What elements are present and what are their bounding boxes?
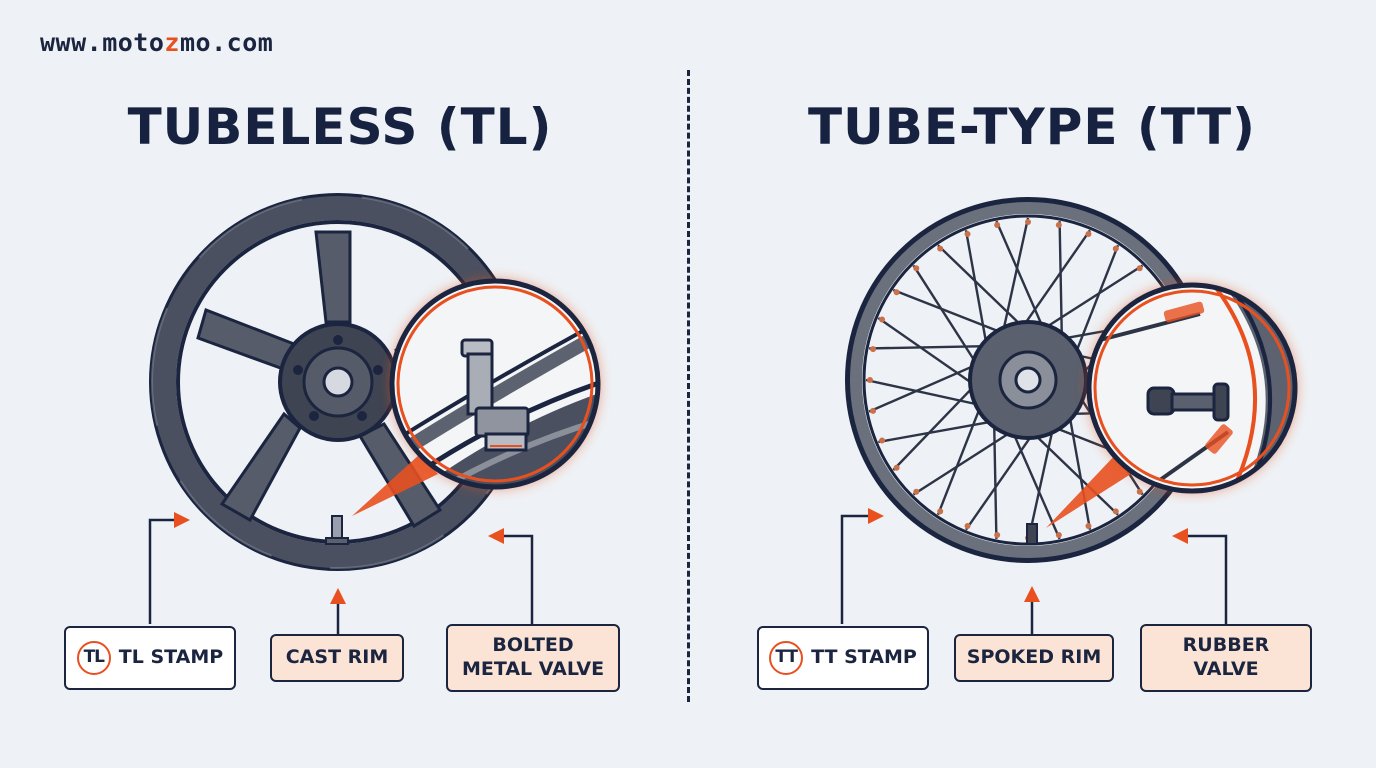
spoke — [1000, 217, 1030, 338]
spoke-nipple — [1085, 231, 1092, 238]
spoke — [877, 317, 980, 389]
spoke — [892, 381, 979, 471]
tubeless-title: TUBELESS (TL) — [127, 98, 553, 156]
spoke — [878, 419, 999, 444]
spoke — [937, 244, 1027, 331]
spoke-nipple — [913, 265, 920, 272]
tt-badge-icon: TT — [769, 641, 804, 675]
spoke — [865, 378, 986, 408]
dashed-divider — [687, 70, 690, 702]
rubber-label-line1: RUBBER — [1182, 634, 1270, 657]
spoke — [912, 427, 1017, 496]
spoke-nipple — [1085, 522, 1092, 529]
tl-stamp-label: TL TL STAMP — [64, 626, 236, 690]
spoke — [1029, 429, 1119, 516]
spoke-nipple — [1136, 488, 1143, 495]
spoke-nipple — [937, 245, 944, 252]
tl-badge-icon: TL — [76, 641, 111, 675]
spoke — [912, 264, 981, 369]
rubber-valve-zoom-icon — [1086, 282, 1298, 494]
cast-rim-label: CAST RIM — [270, 634, 404, 682]
spoke-nipple — [870, 407, 877, 414]
rubber-valve-label: RUBBER VALVE — [1140, 624, 1312, 692]
spoke-nipple — [867, 377, 873, 383]
spoke-nipple — [964, 231, 971, 238]
spoke — [892, 288, 1008, 336]
valve-label-line2: METAL VALVE — [461, 658, 605, 680]
website-url: www.motozmo.com — [40, 28, 274, 57]
tt-stamp-text: TT STAMP — [811, 646, 917, 669]
spoke — [992, 416, 998, 539]
spoked-rim-label: SPOKED RIM — [954, 634, 1114, 682]
spoke-nipple — [879, 316, 886, 323]
spoke-nipple — [994, 222, 1001, 229]
spoke — [965, 428, 1037, 531]
spoke-nipple — [1112, 245, 1119, 252]
spoke-nipple — [1112, 508, 1119, 515]
spoke-nipple — [1055, 222, 1062, 229]
spoke — [936, 400, 984, 516]
spoke — [1067, 409, 1092, 530]
spoke-nipple — [1136, 265, 1143, 272]
spoke — [1072, 244, 1120, 360]
spoke-nipple — [893, 289, 900, 296]
bolted-metal-valve-label: BOLTED METAL VALVE — [446, 624, 620, 692]
rubber-label-line2: VALVE — [1193, 658, 1259, 680]
spoke — [1039, 264, 1144, 333]
spoke-nipple — [1025, 219, 1031, 225]
spoke-nipple — [870, 346, 877, 353]
tt-stamp-label: TT TT STAMP — [757, 626, 929, 690]
tube-type-title: TUBE-TYPE (TT) — [808, 98, 1256, 156]
spoke-nipple — [913, 488, 920, 495]
spoke — [1058, 221, 1064, 344]
spoke — [995, 220, 1047, 334]
spoke — [1009, 426, 1061, 540]
spoke-nipple — [994, 531, 1001, 538]
spoke-nipple — [1055, 531, 1062, 538]
spoke — [1019, 229, 1091, 332]
spoke-nipple — [879, 437, 886, 444]
spoke-nipple — [893, 464, 900, 471]
spoke — [869, 344, 992, 350]
spoke — [964, 230, 989, 351]
spoke-nipple — [937, 508, 944, 515]
spoke — [1026, 422, 1056, 543]
valve-label-line1: BOLTED — [492, 634, 574, 657]
spoke — [868, 361, 982, 413]
tl-stamp-text: TL STAMP — [118, 646, 224, 669]
spoke-nipple — [964, 522, 971, 529]
